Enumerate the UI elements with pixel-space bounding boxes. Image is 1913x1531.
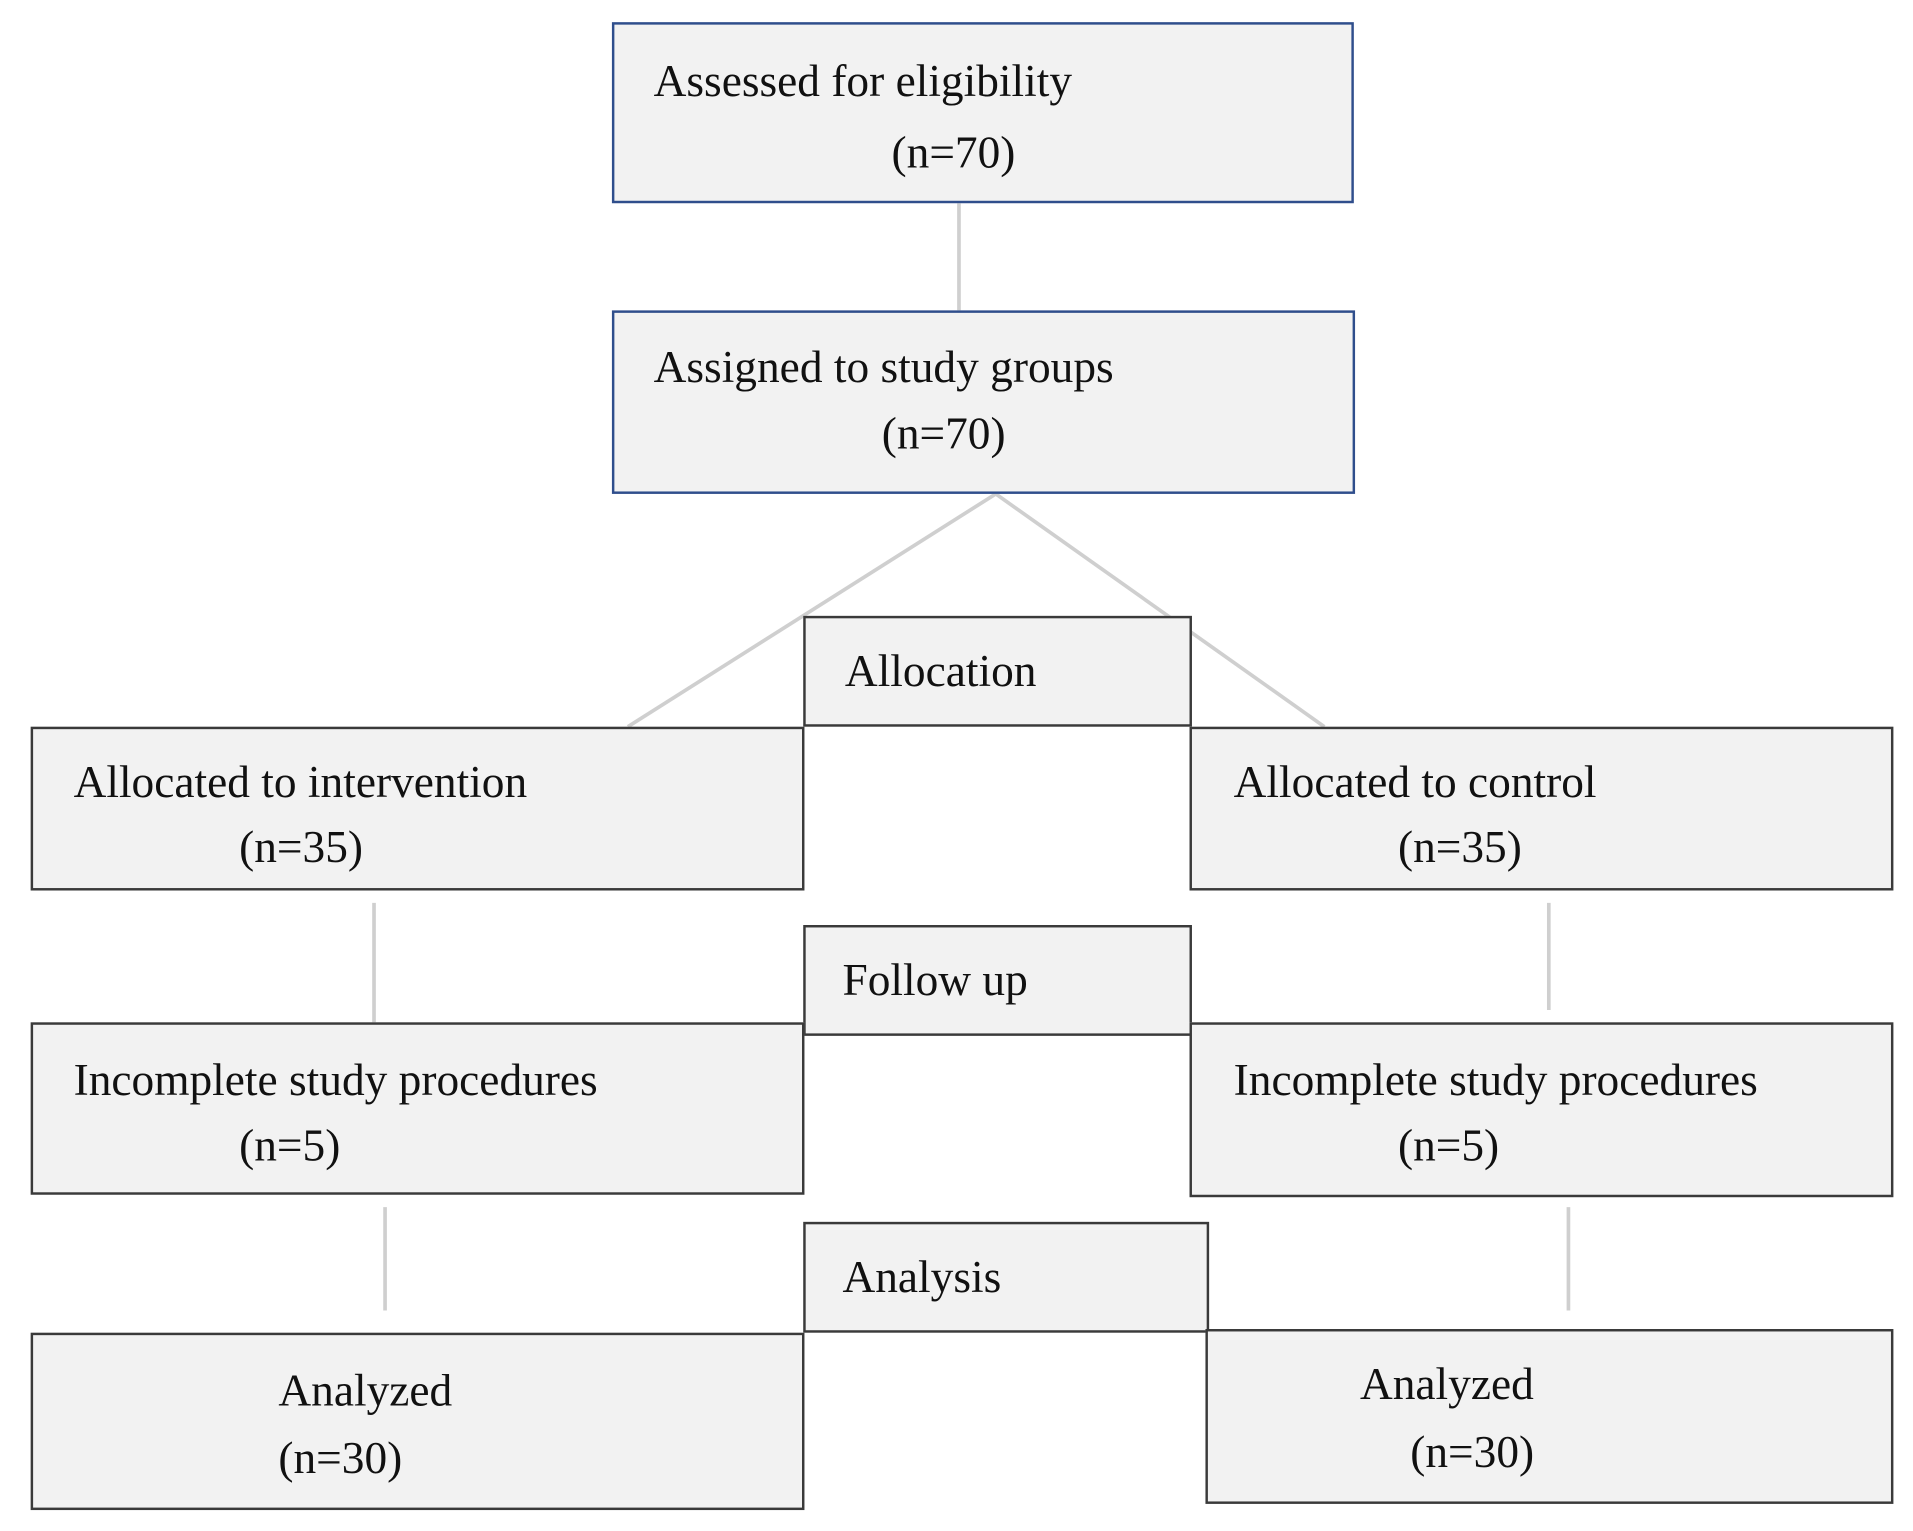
box-assigned-to-study-groups: Assigned to study groups (n=70) [611, 310, 1356, 494]
assessed-title: Assessed for eligibility [653, 56, 1073, 108]
analyzed-left-count: (n=30) [278, 1433, 403, 1485]
incomplete-left-count: (n=5) [239, 1120, 341, 1172]
phase-follow-up-label: Follow up [842, 955, 1028, 1007]
box-incomplete-procedures-control: Incomplete study procedures (n=5) [1189, 1022, 1894, 1198]
assessed-count: (n=70) [891, 128, 1016, 179]
incomplete-left-title: Incomplete study procedures [73, 1055, 598, 1107]
analyzed-right-title: Analyzed [1359, 1359, 1534, 1411]
box-allocated-to-intervention: Allocated to intervention (n=35) [30, 726, 805, 891]
phase-allocation: Allocation [803, 615, 1192, 727]
phase-analysis-label: Analysis [842, 1252, 1002, 1304]
analyzed-right-count: (n=30) [1410, 1427, 1535, 1479]
box-assessed-for-eligibility: Assessed for eligibility (n=70) [611, 22, 1354, 204]
incomplete-right-count: (n=5) [1397, 1120, 1500, 1172]
incomplete-right-title: Incomplete study procedures [1233, 1055, 1758, 1107]
box-incomplete-procedures-intervention: Incomplete study procedures (n=5) [30, 1022, 805, 1195]
analyzed-left-title: Analyzed [278, 1365, 453, 1417]
assigned-count: (n=70) [881, 408, 1006, 460]
intervention-count: (n=35) [239, 822, 364, 874]
phase-follow-up: Follow up [803, 925, 1192, 1036]
box-analyzed-intervention: Analyzed (n=30) [30, 1332, 805, 1511]
control-title: Allocated to control [1233, 757, 1597, 808]
control-count: (n=35) [1397, 822, 1522, 874]
assigned-title: Assigned to study groups [653, 342, 1114, 393]
intervention-title: Allocated to intervention [73, 757, 528, 808]
connector-assigned-intervention [626, 492, 997, 729]
box-analyzed-control: Analyzed (n=30) [1205, 1329, 1894, 1504]
phase-analysis: Analysis [803, 1221, 1210, 1333]
connector-assigned-control [994, 492, 1326, 729]
box-allocated-to-control: Allocated to control (n=35) [1189, 726, 1894, 891]
phase-allocation-label: Allocation [844, 646, 1037, 698]
